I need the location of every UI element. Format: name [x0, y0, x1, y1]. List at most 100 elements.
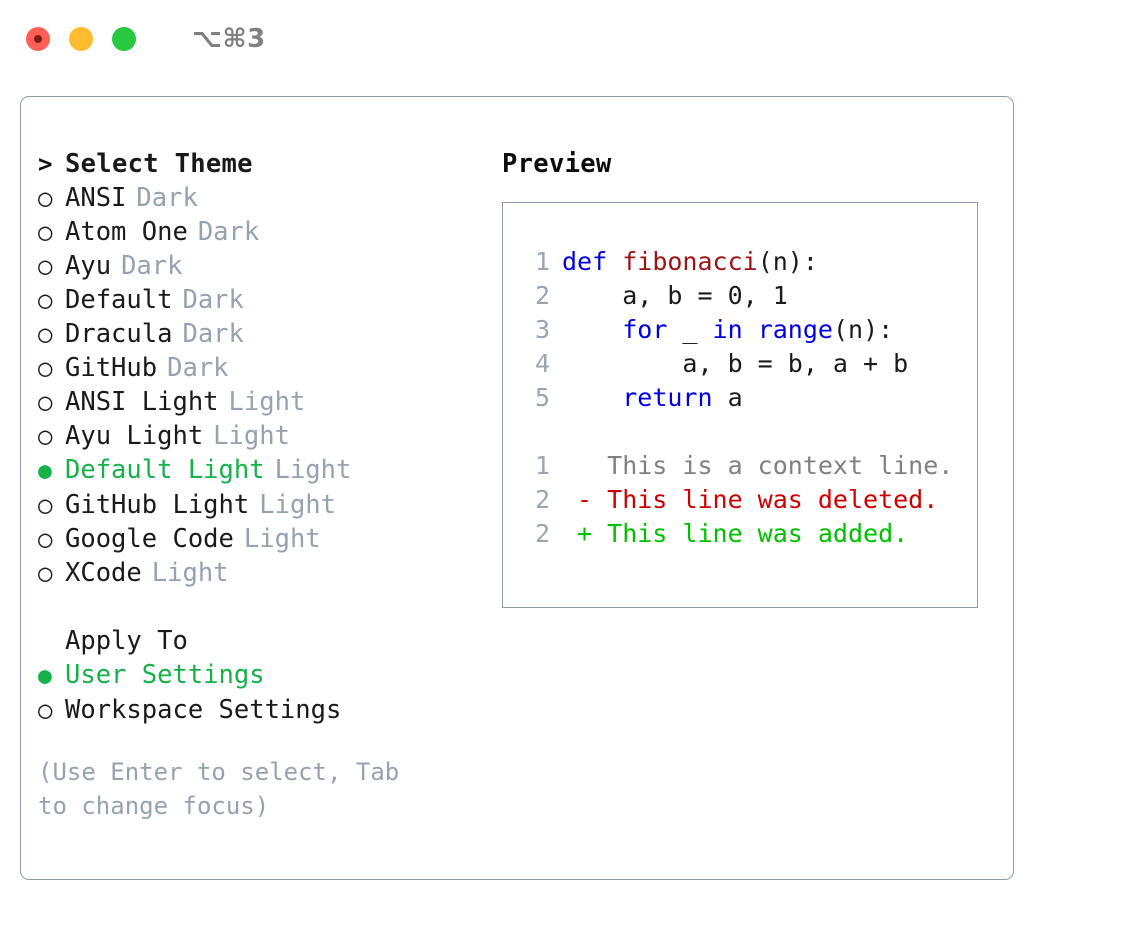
diff-line-deleted: 2 - This line was deleted.: [520, 483, 977, 517]
theme-item-label: Default: [65, 285, 173, 315]
close-button-icon[interactable]: [26, 27, 50, 51]
line-number: 2: [534, 519, 550, 548]
apply-to-section-title: Apply To: [38, 624, 498, 658]
line-number: 1: [534, 451, 550, 480]
keyboard-shortcut-label: ⌥⌘3: [192, 24, 266, 54]
diff-line-context: 1 This is a context line.: [520, 449, 977, 483]
code-token: (n):: [757, 247, 818, 276]
radio-unselected-icon: ○: [38, 491, 53, 519]
theme-item-google-code-light[interactable]: ○ Google Code Light: [38, 522, 498, 556]
code-line: 5 return a: [520, 381, 977, 415]
radio-unselected-icon: ○: [38, 354, 53, 382]
theme-item-suffix: Light: [259, 490, 336, 520]
window-controls: [26, 27, 136, 51]
theme-item-suffix: Light: [213, 421, 290, 451]
radio-selected-icon: ●: [38, 663, 52, 689]
theme-item-default-light[interactable]: ● Default Light Light: [38, 453, 498, 488]
theme-item-suffix: Dark: [167, 353, 229, 383]
select-theme-header: > Select Theme: [38, 147, 498, 181]
select-theme-title: Select Theme: [65, 149, 253, 179]
code-token: [562, 313, 622, 347]
apply-to-item-user-settings[interactable]: ●User Settings: [38, 658, 498, 693]
code-token: def: [562, 247, 623, 276]
radio-unselected-icon: ○: [38, 422, 53, 450]
theme-item-xcode-light[interactable]: ○ XCode Light: [38, 556, 498, 590]
theme-item-label: Ayu Light: [65, 421, 204, 451]
diff-line-added: 2 + This line was added.: [520, 517, 977, 551]
line-number: 5: [534, 383, 550, 412]
theme-item-suffix: Dark: [182, 319, 244, 349]
diff-text: This is a context line.: [562, 451, 954, 480]
code-token: (n):: [832, 315, 894, 344]
radio-unselected-icon: ○: [38, 525, 53, 553]
apply-to-label: Apply To: [65, 626, 188, 656]
theme-item-label: GitHub: [65, 353, 158, 383]
radio-unselected-icon: ○: [38, 252, 53, 280]
theme-item-suffix: Dark: [197, 217, 260, 247]
theme-item-suffix: Dark: [136, 183, 198, 213]
apply-to-item-label: Workspace Settings: [65, 695, 342, 725]
theme-item-ayu-light[interactable]: ○ Ayu Light Light: [38, 419, 498, 453]
zoom-button-icon[interactable]: [112, 27, 136, 51]
keyboard-hint-text: (Use Enter to select, Tab to change focu…: [38, 758, 414, 820]
theme-item-github-dark[interactable]: ○ GitHub Dark: [38, 351, 498, 385]
apply-to-item-workspace-settings[interactable]: ○ Workspace Settings: [38, 693, 498, 727]
window-titlebar: ⌥⌘3: [0, 0, 1140, 78]
radio-unselected-icon: ○: [38, 286, 53, 314]
theme-item-label: XCode: [65, 558, 142, 588]
theme-item-suffix: Light: [151, 558, 229, 588]
theme-item-suffix: Dark: [121, 251, 183, 281]
theme-item-label: Default Light: [65, 455, 265, 485]
theme-item-atom-one-dark[interactable]: ○ Atom One Dark: [38, 215, 498, 249]
code-token: a, b = b, a + b: [562, 349, 909, 378]
theme-item-label: ANSI: [65, 183, 127, 213]
minimize-button-icon[interactable]: [69, 27, 93, 51]
code-diff-spacer: [520, 415, 977, 449]
code-line: 4 a, b = b, a + b: [520, 347, 977, 381]
theme-item-default-dark[interactable]: ○ Default Dark: [38, 283, 498, 317]
radio-unselected-icon: ○: [38, 218, 53, 246]
theme-item-label: ANSI Light: [65, 387, 219, 417]
theme-item-label: Atom One: [65, 217, 188, 247]
code-token: [743, 313, 758, 347]
code-token: range: [757, 315, 833, 344]
code-line: 1 def fibonacci(n):: [520, 245, 977, 279]
list-spacer: [38, 590, 498, 624]
preview-title: Preview: [502, 149, 612, 179]
diff-text: - This line was deleted.: [562, 485, 939, 514]
diff-text: + This line was added.: [562, 519, 909, 548]
radio-unselected-icon: ○: [38, 696, 53, 724]
code-line: 2 a, b = 0, 1: [520, 279, 977, 313]
code-token: return: [622, 383, 713, 412]
code-token: a: [712, 383, 743, 412]
code-line: 3 for _ in range(n):: [520, 313, 977, 347]
radio-unselected-icon: ○: [38, 320, 53, 348]
theme-item-label: Dracula: [65, 319, 173, 349]
radio-unselected-icon: ○: [38, 559, 53, 587]
line-number: 2: [534, 485, 550, 514]
code-token: in: [712, 315, 743, 344]
code-token: _: [667, 315, 713, 344]
radio-selected-icon: ●: [38, 458, 52, 484]
prompt-caret-icon: >: [38, 150, 53, 178]
code-token: fibonacci: [622, 247, 758, 276]
theme-item-suffix: Dark: [182, 285, 244, 315]
line-number: 4: [534, 349, 550, 378]
radio-unselected-icon: ○: [38, 388, 53, 416]
theme-item-label: Google Code: [65, 524, 234, 554]
theme-item-suffix: Light: [243, 524, 321, 554]
theme-item-ansi-light[interactable]: ○ ANSI Light Light: [38, 385, 498, 419]
theme-item-suffix: Light: [274, 455, 352, 485]
theme-item-suffix: Light: [228, 387, 306, 417]
theme-item-dracula-dark[interactable]: ○ Dracula Dark: [38, 317, 498, 351]
line-number: 1: [534, 247, 550, 276]
line-number: 3: [534, 315, 550, 344]
